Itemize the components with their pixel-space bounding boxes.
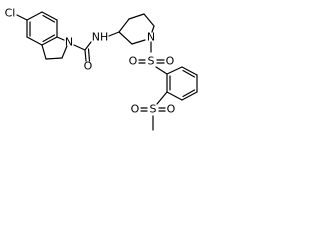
atom-s-sulfone: S [150,103,157,116]
bond [41,11,58,21]
bond [108,31,120,37]
atom-o-sulfone-right: O [167,103,176,116]
bond [182,89,196,98]
atom-o-sulfone-left: O [131,103,140,116]
bond [16,14,28,21]
bond [87,48,91,62]
structure-drawing: Cl N O NH N S O O S O O [0,0,215,134]
bond [143,13,155,27]
bond [84,49,87,62]
bond [166,66,183,75]
bond [84,41,92,51]
bond [181,91,198,101]
bond [26,11,43,21]
bond [131,39,146,45]
bond [118,31,133,45]
bond [182,69,196,78]
atom-o-carbonyl: O [84,60,93,73]
bond [56,36,65,41]
atom-o-sulfonamide-left: O [129,55,138,68]
atom-n-piperidine: N [147,31,155,44]
bond [166,91,183,101]
atom-n-indoline: N [65,36,73,49]
bond [61,45,68,59]
atom-cl: Cl [5,7,16,20]
bond [181,66,198,76]
bonds [16,11,198,131]
bond [118,18,130,33]
bond [26,36,43,46]
atom-o-sulfonamide-right: O [166,55,175,68]
bond [41,36,58,46]
bond [45,57,63,60]
atom-nh-amide: NH [92,31,109,44]
bond [128,13,145,20]
molecule-diagram: Cl N O NH N S O O S O O [5,7,198,131]
bond [42,14,56,23]
bond [155,66,168,75]
atom-labels: Cl N O NH N S O O S O O [5,7,176,116]
bond [41,44,47,60]
bond [73,44,86,51]
bond [42,34,56,43]
atom-s-sulfonamide: S [148,55,155,68]
bond [151,25,155,33]
bond [156,91,168,105]
